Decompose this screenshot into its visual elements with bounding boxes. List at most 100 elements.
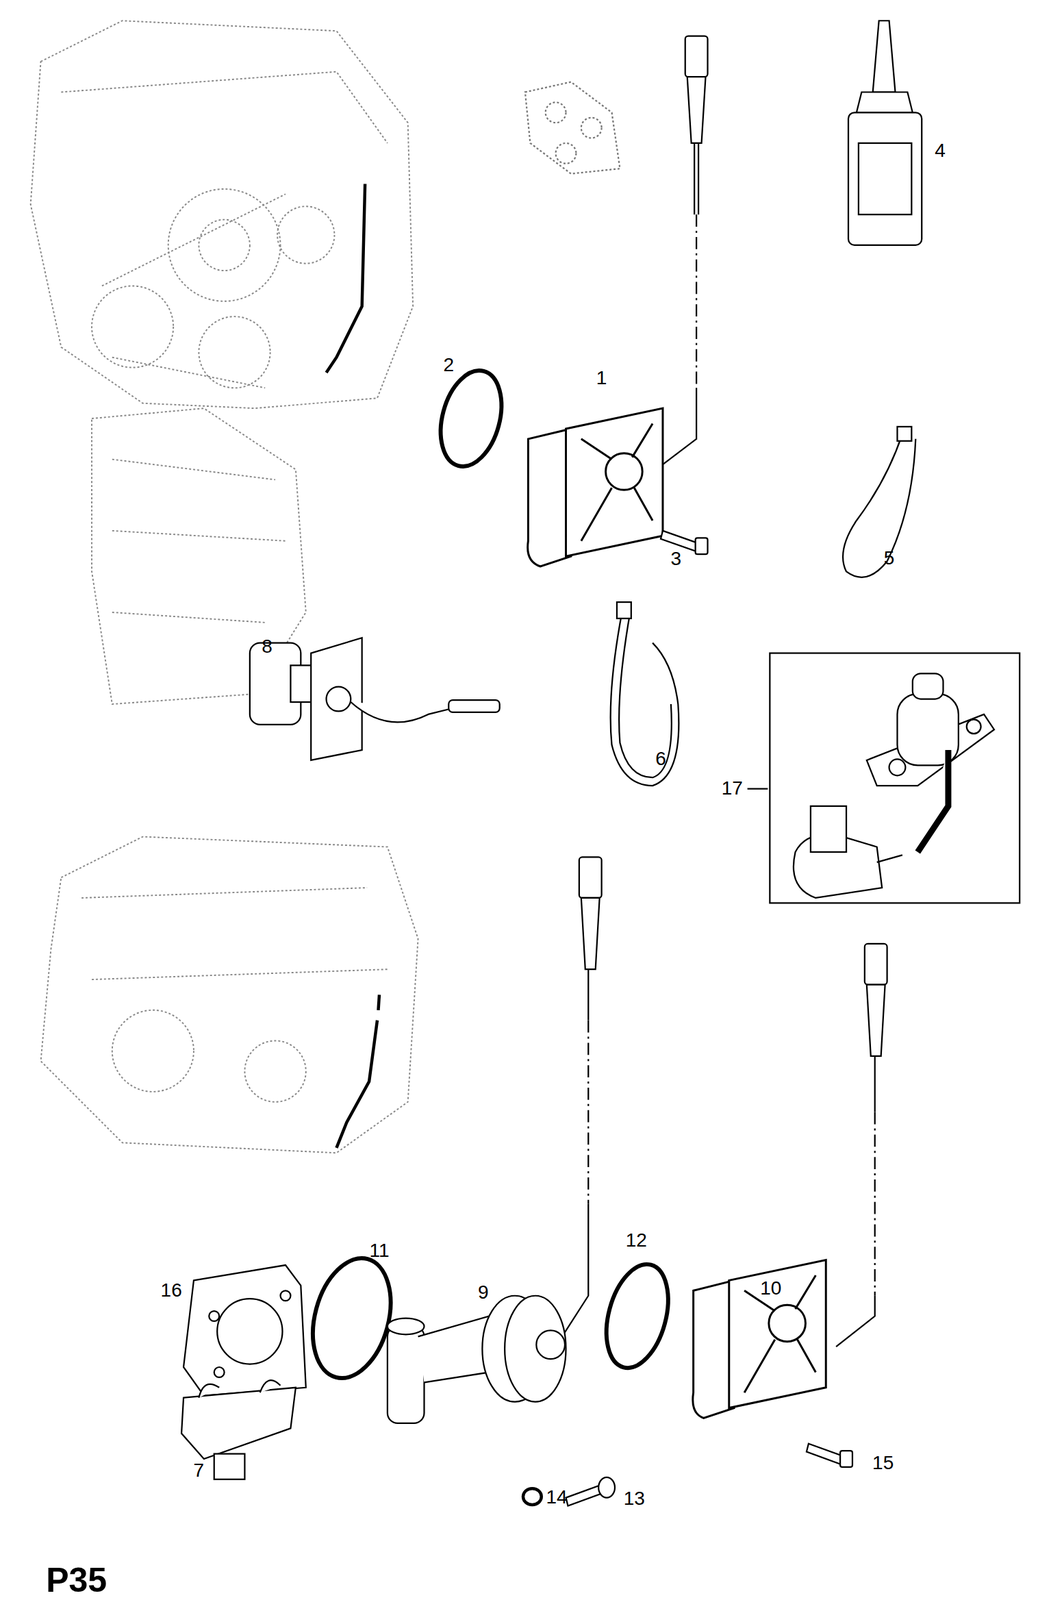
bracket (545, 102, 567, 123)
engine-ghost (30, 20, 413, 409)
dipstick-wire (336, 1020, 378, 1148)
engine-ghost (91, 285, 174, 367)
clip (198, 1379, 281, 1397)
o-ring (595, 1257, 679, 1375)
sensor-inset (793, 673, 995, 898)
inset-frame (747, 653, 1021, 904)
callout-number: 2 (442, 355, 454, 375)
bolt (806, 1443, 843, 1464)
callout-number: 15 (872, 1452, 894, 1473)
gasket (183, 1264, 307, 1396)
sealant-bottle (856, 91, 913, 113)
sensor (448, 699, 500, 713)
dipstick (587, 968, 589, 1020)
float-sender (387, 1318, 425, 1335)
dipstick (836, 1295, 876, 1347)
sensor-inset (889, 758, 906, 776)
dipstick (695, 214, 698, 388)
clip (181, 1387, 296, 1459)
cable-tie (618, 612, 672, 778)
callout-number: 13 (623, 1488, 645, 1508)
dipstick (866, 984, 886, 1056)
dipstick (587, 1020, 589, 1204)
sensor-housing (744, 1274, 816, 1392)
sensor (310, 637, 362, 761)
engine-ghost (30, 20, 419, 1153)
sensor-inset (966, 718, 982, 734)
sensor-housing (527, 428, 572, 567)
gasket (217, 1298, 283, 1364)
sensor-inset (912, 673, 944, 699)
page-code: P35 (45, 1562, 107, 1597)
engine-ghost (168, 188, 281, 302)
cable-tie (610, 426, 917, 786)
sealant-bottle (872, 20, 896, 92)
callout-number: 8 (261, 636, 273, 656)
engine-ghost (112, 459, 286, 623)
callout-number: 9 (477, 1282, 489, 1302)
dipstick (581, 897, 600, 969)
engine-ghost (102, 193, 286, 388)
callout-number: 10 (760, 1278, 782, 1298)
gasket (280, 1289, 291, 1301)
gasket (183, 1264, 307, 1396)
sealant-bottle (848, 20, 922, 246)
sensor-housing (566, 408, 663, 556)
dipstick (694, 143, 699, 215)
bolt (523, 530, 853, 1506)
dipstick (864, 943, 888, 985)
callout-number: 11 (369, 1240, 389, 1260)
sensor-inset (877, 854, 903, 862)
sensor (350, 701, 449, 722)
callout-number: 5 (883, 548, 895, 568)
bolt (840, 1450, 853, 1467)
sensor (326, 686, 352, 712)
dipstick (560, 1203, 589, 1339)
bracket (555, 143, 577, 164)
sensor-inset (917, 749, 949, 852)
o-ring (430, 363, 512, 474)
bracket (525, 82, 620, 174)
cable-tie (616, 601, 632, 619)
dipstick (874, 1111, 876, 1296)
sensor-housing (527, 408, 827, 1418)
bracket (581, 117, 602, 139)
float-sender (387, 1295, 567, 1423)
cable-tie (842, 433, 916, 577)
gasket (208, 1310, 220, 1321)
engine-ghost (198, 219, 250, 271)
callout-number: 3 (671, 549, 682, 569)
bolt (598, 1476, 615, 1498)
dipstick-wire (377, 994, 379, 1010)
clip (214, 1453, 246, 1479)
callout-number: 16 (160, 1280, 183, 1300)
bolt (523, 1487, 542, 1505)
callout-number: 1 (596, 368, 608, 388)
cable-tie (896, 426, 912, 441)
dipstick-wire (326, 184, 366, 374)
dipstick (687, 76, 706, 144)
sensor-housing (729, 1259, 826, 1408)
inset-frame (747, 788, 769, 790)
engine-ghost (81, 887, 388, 980)
callout-number: 17 (721, 778, 743, 798)
bolt (566, 1485, 602, 1506)
sealant-bottle (848, 112, 922, 246)
callout-number: 14 (546, 1487, 568, 1507)
bolt (660, 530, 698, 552)
dipstick (662, 387, 697, 465)
callout-number: 6 (655, 749, 667, 769)
bracket (525, 82, 620, 174)
engine-ghost (277, 206, 335, 263)
callout-number: 7 (193, 1460, 205, 1480)
sealant-bottle (858, 143, 912, 215)
engine-ghost (244, 1040, 306, 1101)
o-ring (300, 363, 679, 1386)
dipstick (685, 36, 708, 78)
sensor (249, 637, 500, 761)
sensor-inset (810, 805, 847, 852)
float-sender (504, 1295, 566, 1402)
inset-frame (769, 653, 1020, 904)
dipstick (874, 1055, 876, 1112)
